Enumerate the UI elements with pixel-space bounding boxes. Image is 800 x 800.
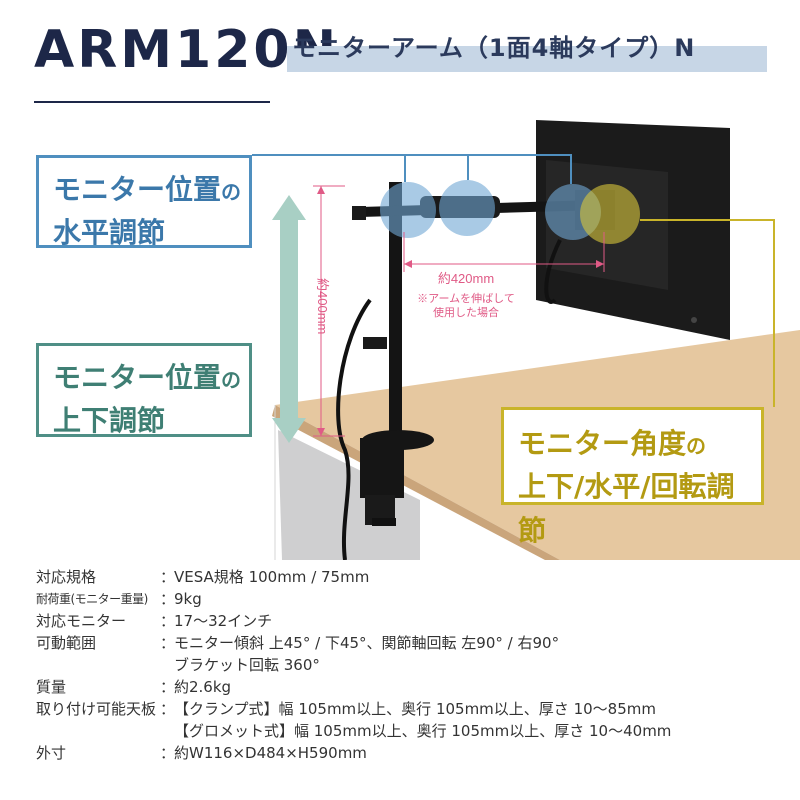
spec-row-weight: 質量 ： 約2.6kg	[36, 676, 776, 698]
spec-row-range: 可動範囲 ： モニター傾斜 上45° / 下45°、関節軸回転 左90° / 右…	[36, 632, 776, 654]
spec-label: 可動範囲	[36, 634, 97, 652]
callout-angle: モニター角度の 上下/水平/回転調節	[501, 407, 764, 547]
callout-angle-line1: モニター角度	[518, 427, 687, 460]
spec-label: 質量	[36, 678, 67, 696]
spec-colon: ：	[160, 634, 176, 652]
spec-colon: ：	[160, 568, 176, 586]
brand-logo: ARM120N	[34, 20, 340, 80]
arm-length-label: 約420mm	[438, 271, 494, 286]
spec-row-mount-cont: 【グロメット式】幅 105mm以上、奥行 105mm以上、厚さ 10～40mm	[36, 720, 776, 742]
angle-marker	[580, 184, 640, 244]
arm-pole	[389, 182, 402, 432]
joint-marker	[380, 182, 436, 238]
spec-row-load: 耐荷重(モニター重量) ： 9kg	[36, 588, 776, 610]
callout-vertical: モニター位置の 上下調節	[36, 343, 252, 437]
arm-note-1: ※アームを伸ばして	[417, 292, 515, 305]
spec-value: 9kg	[174, 590, 202, 608]
callout-vertical-line1: モニター位置	[53, 361, 222, 394]
callout-horizontal: モニター位置の 水平調節	[36, 155, 252, 250]
pole-height-label: 約400mm	[315, 278, 330, 334]
spec-colon: ：	[160, 744, 176, 762]
spec-value: モニター傾斜 上45° / 下45°、関節軸回転 左90° / 右90°	[174, 634, 560, 652]
spec-row-size: 外寸 ： 約W116×D484×H590mm	[36, 742, 776, 764]
spec-row-monitor: 対応モニター ： 17～32インチ	[36, 610, 776, 632]
callout-vertical-line2: 上下調節	[53, 404, 166, 438]
spec-label: 取り付け可能天板	[36, 700, 157, 718]
spec-table: 対応規格 ： VESA規格 100mm / 75mm 耐荷重(モニター重量) ：…	[36, 566, 776, 764]
spec-value: 17～32インチ	[174, 612, 273, 630]
spec-label: 外寸	[36, 744, 67, 762]
spec-value: 【グロメット式】幅 105mm以上、奥行 105mm以上、厚さ 10～40mm	[174, 722, 672, 740]
spec-colon: ：	[160, 590, 176, 608]
callout-horizontal-line1: モニター位置	[53, 173, 222, 206]
spec-label: 耐荷重(モニター重量)	[36, 592, 148, 606]
callout-angle-line2: 上下/水平/回転調節	[518, 470, 735, 547]
spec-colon: ：	[160, 700, 176, 718]
spec-value: 約W116×D484×H590mm	[174, 744, 367, 762]
cable	[336, 298, 372, 560]
spec-label: 対応モニター	[36, 612, 127, 630]
product-photo: 約420mm ※アームを伸ばして 使用した場合 約400mm	[252, 120, 800, 560]
spec-value: ブラケット回転 360°	[174, 656, 320, 674]
callout-vertical-particle: の	[221, 368, 242, 392]
spec-row-range-cont: ブラケット回転 360°	[36, 654, 776, 676]
spec-label: 対応規格	[36, 568, 97, 586]
brand-underline	[34, 101, 270, 103]
callout-horizontal-particle: の	[221, 180, 242, 204]
vertical-arrow	[272, 195, 306, 443]
joint-marker	[439, 180, 495, 236]
spec-value: 約2.6kg	[174, 678, 232, 696]
spec-row-mount: 取り付け可能天板 ： 【クランプ式】幅 105mm以上、奥行 105mm以上、厚…	[36, 698, 776, 720]
subtitle-band	[287, 46, 767, 72]
spec-value: 【クランプ式】幅 105mm以上、奥行 105mm以上、厚さ 10～85mm	[174, 700, 656, 718]
spec-value: VESA規格 100mm / 75mm	[174, 568, 370, 586]
callout-horizontal-line2: 水平調節	[53, 216, 166, 250]
spec-row-vesa: 対応規格 ： VESA規格 100mm / 75mm	[36, 566, 776, 588]
callout-angle-particle: の	[686, 434, 707, 458]
spec-colon: ：	[160, 678, 176, 696]
product-subtitle: モニターアーム（1面4軸タイプ）N	[292, 34, 696, 62]
spec-colon: ：	[160, 612, 176, 630]
arm-note-2: 使用した場合	[433, 305, 499, 319]
